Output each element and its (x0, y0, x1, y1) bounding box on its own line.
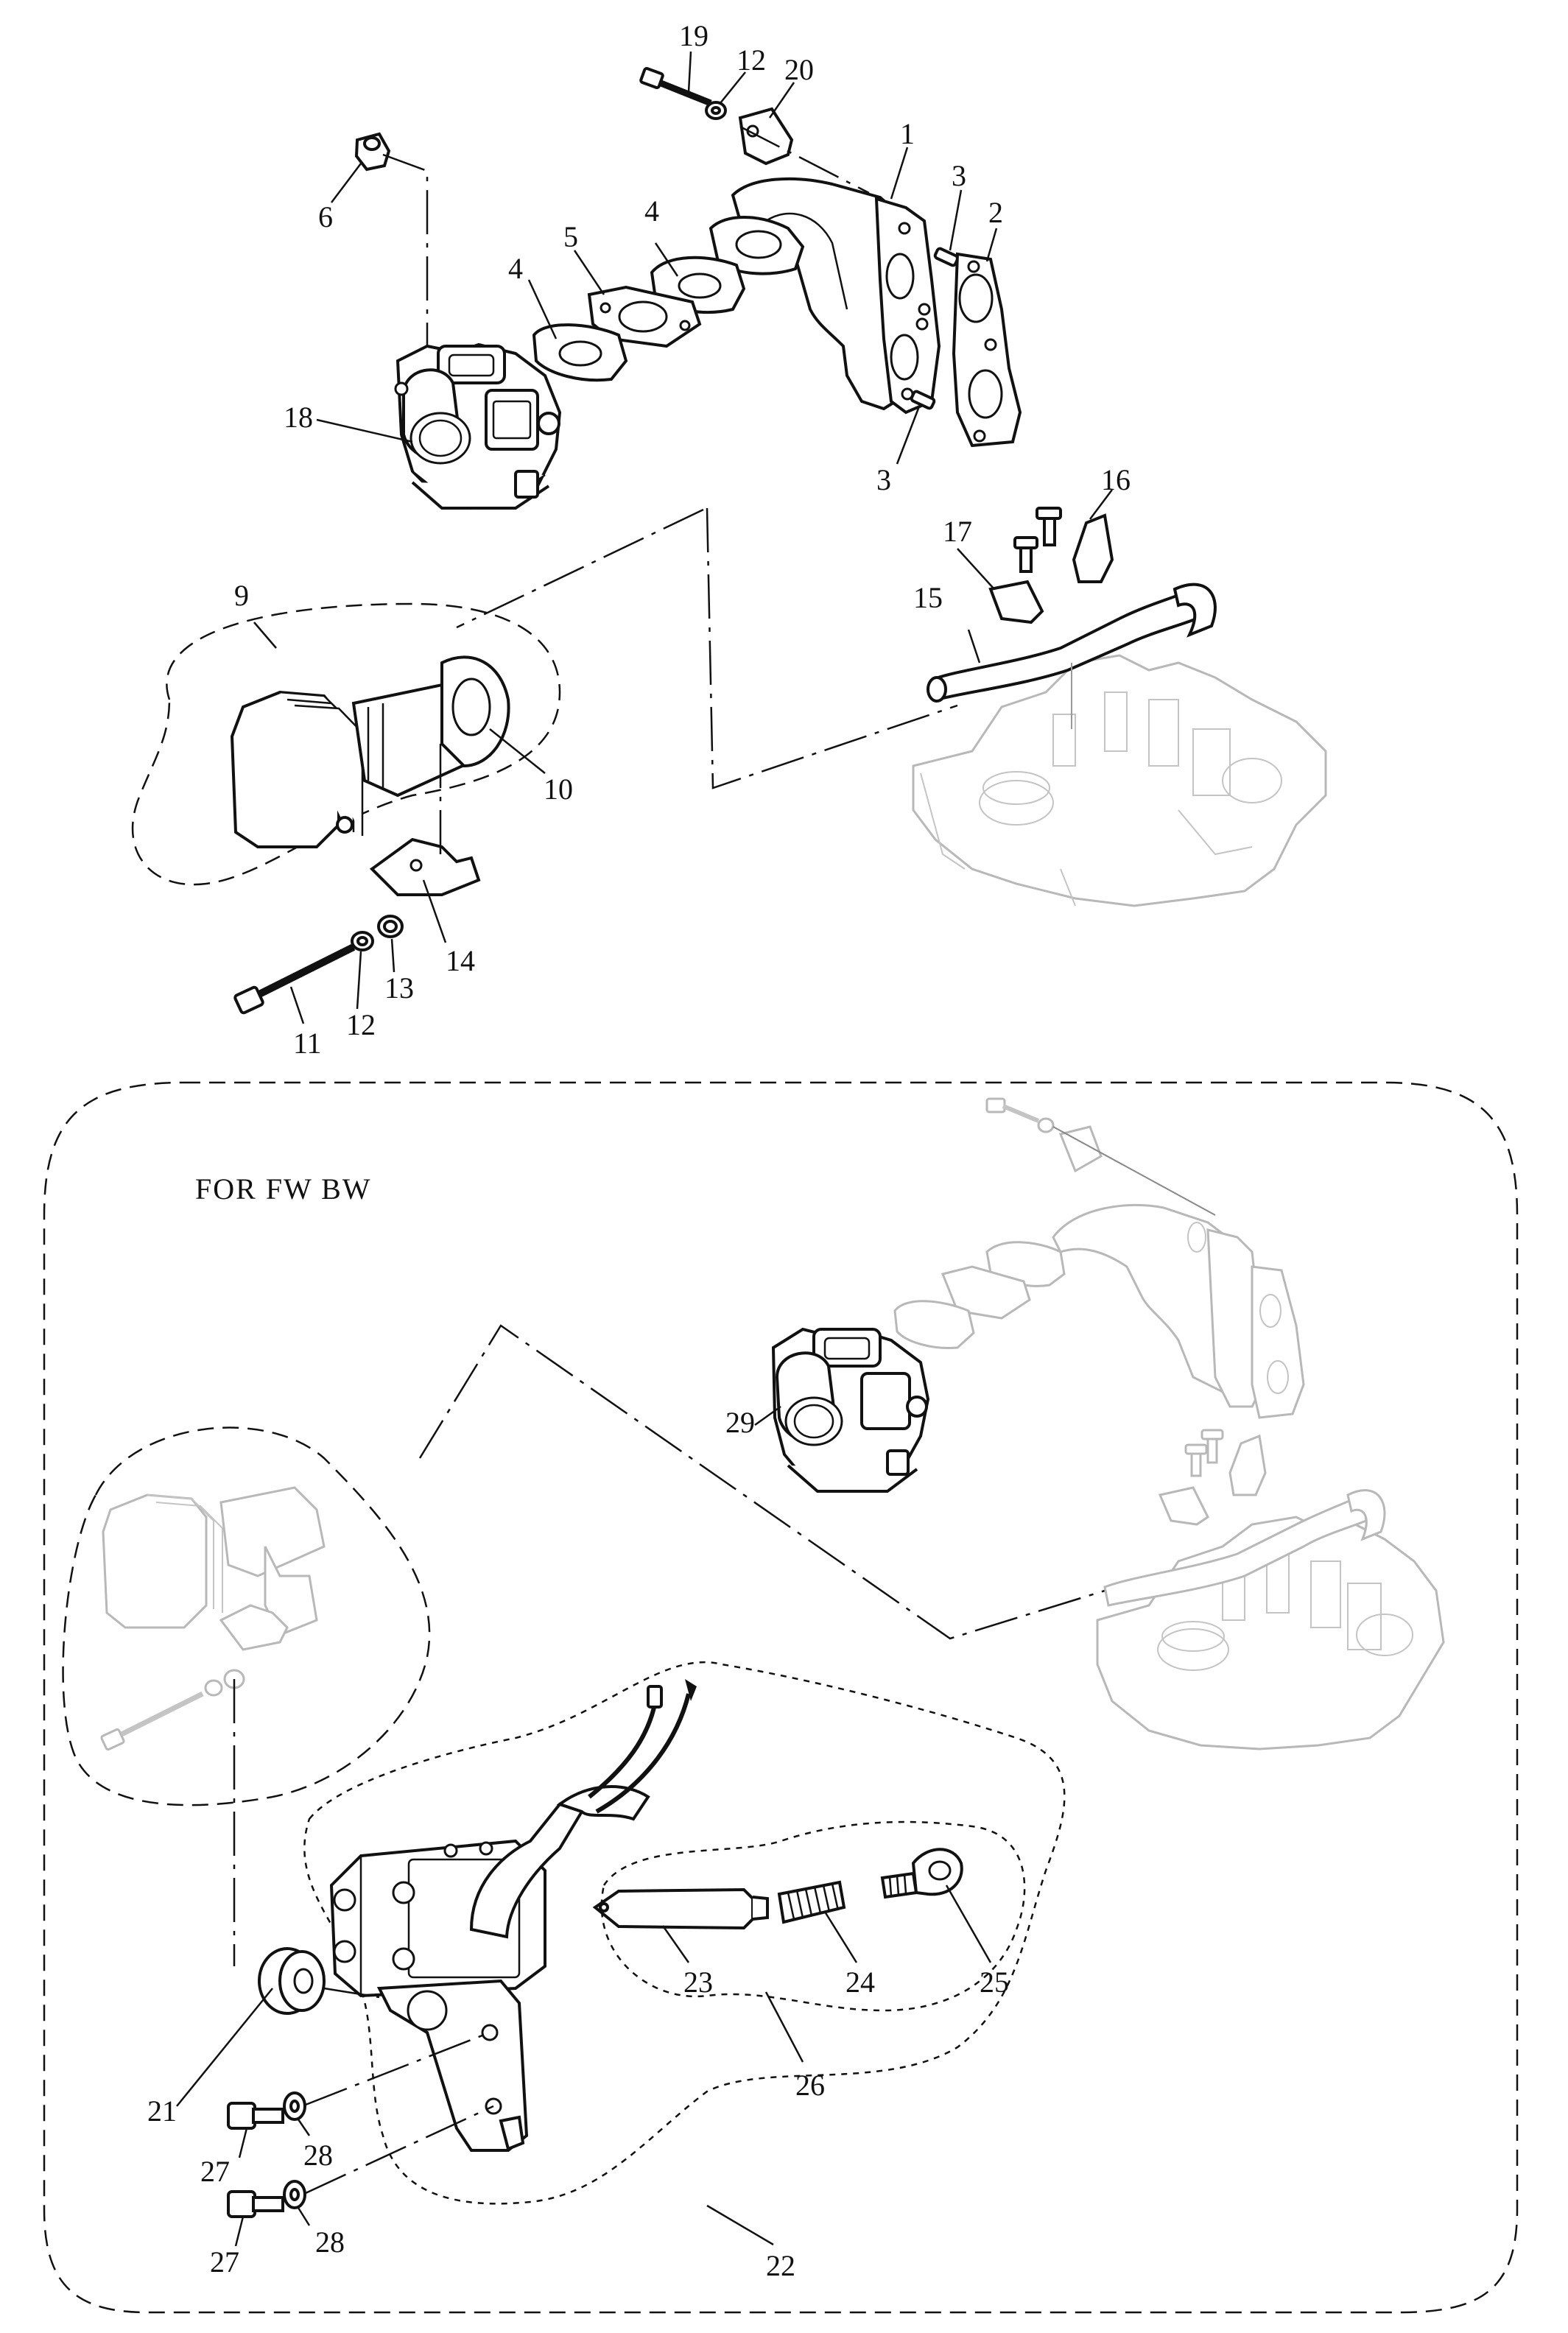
air-silencer-ghost (100, 1486, 326, 1751)
callout-3-upper: 3 (952, 159, 966, 192)
part-12-washer-lower (351, 931, 374, 951)
callout-13: 13 (384, 971, 414, 1004)
callout-17: 17 (943, 515, 972, 548)
callout-26: 26 (795, 2069, 825, 2102)
part-3-dowel-pin-lower (910, 390, 936, 410)
part-21-grommet (258, 1947, 326, 2015)
air-silencer-ghost-boundary (62, 1426, 431, 1806)
part-9-boundary (131, 602, 561, 886)
part-20-bracket (738, 107, 794, 166)
part-3-dowel-pin-upper (933, 247, 960, 267)
part-16-bracket (1036, 507, 1114, 583)
callout-4-right: 4 (644, 194, 659, 228)
part-1-intake-manifold (709, 177, 941, 415)
part-13-grommet (377, 915, 404, 938)
callout-9: 9 (234, 579, 249, 612)
callout-6: 6 (318, 200, 333, 233)
callout-24: 24 (845, 1966, 875, 1999)
part-11-bolt (233, 943, 356, 1015)
part-19-bolt (639, 67, 712, 107)
callout-14: 14 (446, 944, 475, 977)
part-5-spacer (587, 285, 702, 348)
callout-15: 15 (913, 581, 943, 614)
part-24-spring (777, 1880, 846, 1924)
callout-21: 21 (147, 2094, 177, 2128)
callout-2: 2 (988, 196, 1003, 229)
callout-12-upper: 12 (736, 43, 766, 77)
part-27-bolt-upper (227, 2102, 284, 2130)
callout-4-left: 4 (508, 252, 523, 285)
part-22-boundary (303, 1661, 1066, 2205)
callout-28-lower: 28 (315, 2225, 345, 2259)
callout-3-lower: 3 (876, 463, 891, 496)
callout-25: 25 (980, 1966, 1009, 1999)
callout-10: 10 (544, 773, 573, 806)
callout-23: 23 (683, 1966, 713, 1999)
part-27-bolt-lower (227, 2190, 284, 2218)
section-title-for-fw-bw: FOR FW BW (195, 1172, 372, 1206)
part-10-gasket (440, 655, 510, 768)
part-17-clamp (988, 536, 1044, 624)
manifold-ghost-lower (893, 1097, 1305, 1419)
callout-18: 18 (284, 401, 313, 434)
callout-12-lower: 12 (346, 1008, 376, 1041)
part-15-hose (927, 583, 1217, 703)
part-23-plunger (592, 1887, 769, 1930)
part-28-washer-lower (283, 2180, 306, 2209)
callout-labels: 19 12 20 1 3 2 3 4 5 4 6 18 9 10 14 13 1… (147, 19, 1131, 2282)
callout-19: 19 (679, 19, 709, 52)
part-22-solenoid (329, 1679, 697, 2152)
callout-1: 1 (900, 117, 915, 150)
callout-16: 16 (1101, 463, 1131, 496)
engine-block-ghost-upper (912, 654, 1327, 907)
engine-block-ghost-lower (1096, 1429, 1445, 1750)
part-2-gasket (952, 252, 1022, 448)
callout-11: 11 (293, 1027, 322, 1060)
part-18-carburetor (394, 342, 562, 510)
callout-28-upper: 28 (303, 2139, 333, 2172)
callout-20: 20 (784, 53, 814, 86)
callout-27-upper: 27 (200, 2155, 230, 2188)
part-25-rod-end (880, 1848, 963, 1899)
part-6-fitting (354, 132, 391, 172)
leader-lines (176, 51, 1113, 2247)
callout-29: 29 (725, 1406, 755, 1439)
part-9-air-silencer (230, 683, 481, 848)
callout-27-lower: 27 (210, 2245, 239, 2279)
callout-22: 22 (766, 2249, 795, 2282)
part-12-washer-upper (705, 101, 727, 120)
part-14-bracket (369, 837, 481, 896)
callout-5: 5 (563, 220, 578, 253)
part-29-carburetor (771, 1327, 930, 1493)
part-28-washer-upper (283, 2091, 306, 2121)
section-boundary-fw-bw (43, 1081, 1519, 2314)
part-4-gasket-left (532, 323, 628, 382)
